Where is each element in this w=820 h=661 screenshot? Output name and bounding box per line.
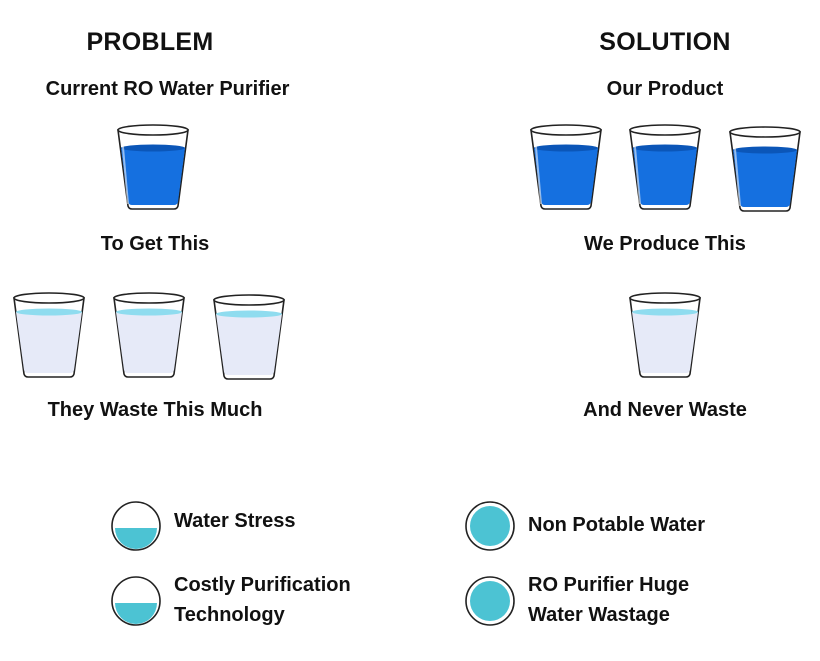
blue-water-cup-icon [724,122,806,214]
wasted-water-cup-icon [108,288,190,380]
we-produce-label: We Produce This [584,233,746,255]
legend-costly-purification: Costly Purification Technology [174,570,351,630]
legend-label: Water Stress [174,510,296,532]
half-filled-circle-icon [110,500,162,552]
never-waste-label: And Never Waste [583,399,747,421]
wasted-water-cup-icon [8,288,90,380]
solution-heading: SOLUTION [599,28,731,56]
problem-heading: PROBLEM [86,28,214,56]
wasted-water-cup-icon [208,290,290,382]
legend-non-potable-water: Non Potable Water [528,510,705,540]
filled-circle-icon [464,575,516,627]
legend-label: Costly Purification [174,574,351,596]
legend-water-stress: Water Stress [174,506,296,536]
wasted-water-cup-icon [624,288,706,380]
to-get-this-label: To Get This [100,233,210,255]
legend-label: RO Purifier Huge [528,574,690,596]
half-filled-circle-icon [110,575,162,627]
our-product-label: Our Product [606,78,724,100]
blue-water-cup-icon [525,120,607,212]
legend-label: Technology [174,604,285,626]
blue-water-cup-icon [112,120,194,212]
waste-much-label: They Waste This Much [47,399,263,421]
blue-water-cup-icon [624,120,706,212]
legend-ro-purifier-wastage: RO Purifier Huge Water Wastage [528,570,689,630]
current-purifier-label: Current RO Water Purifier [45,78,290,100]
filled-circle-icon [464,500,516,552]
legend-label: Water Wastage [528,604,670,626]
legend-label: Non Potable Water [528,514,706,536]
